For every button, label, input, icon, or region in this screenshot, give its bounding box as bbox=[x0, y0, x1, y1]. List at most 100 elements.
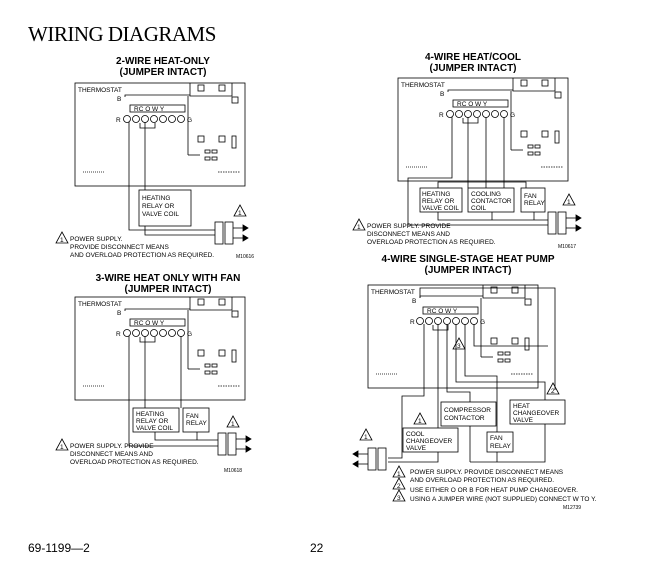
diagram-3 bbox=[55, 296, 252, 456]
diagram-2-cooling-contactor-box bbox=[467, 187, 515, 213]
diagram-4-terminal-labels: RC O W Y bbox=[427, 308, 458, 315]
diagram-1-title-line2: (JUMPER INTACT) bbox=[119, 67, 207, 78]
diagram-4-note-2-text: USE EITHER O OR B FOR HEAT PUMP CHANGEOV… bbox=[410, 487, 578, 494]
diagram-3-code: M10618 bbox=[224, 468, 242, 474]
diagram-2-heating-relay-box bbox=[419, 187, 463, 213]
diagram-1-thermostat bbox=[74, 82, 246, 187]
diagram-4-marker-2-num: 2 bbox=[551, 388, 555, 395]
diagram-3-fan-relay-box bbox=[182, 407, 210, 433]
diagram-1-terminal-g: G bbox=[187, 117, 192, 124]
diagram-2-code: M10617 bbox=[558, 244, 576, 250]
diagram-3-title: 3-WIRE HEAT ONLY WITH FAN (JUMPER INTACT… bbox=[68, 273, 268, 295]
diagram-4-marker-1-num: 1 bbox=[364, 434, 368, 441]
diagram-4-title-line1: 4-WIRE SINGLE-STAGE HEAT PUMP bbox=[381, 254, 555, 265]
diagram-4-wires bbox=[388, 287, 556, 463]
diagram-4-note-1-num: 1 bbox=[397, 471, 401, 478]
diagram-4 bbox=[352, 284, 566, 502]
diagram-1-terminal-labels: RC O W Y bbox=[134, 106, 165, 113]
diagram-3-marker-num: 1 bbox=[231, 421, 235, 428]
diagram-2-marker-num: 1 bbox=[567, 199, 571, 206]
diagram-1 bbox=[55, 82, 249, 245]
diagram-2-terminal-labels: RC O W Y bbox=[457, 101, 488, 108]
diagram-4-code: M12739 bbox=[563, 505, 581, 511]
diagram-3-terminal-labels: RC O W Y bbox=[134, 320, 165, 327]
diagram-4-cool-changeover-box bbox=[402, 427, 459, 453]
diagram-2-title-line2: (JUMPER INTACT) bbox=[429, 63, 517, 74]
page-title: WIRING DIAGRAMS bbox=[28, 22, 216, 46]
diagram-4-note-3-num: 3 bbox=[397, 495, 401, 502]
diagram-3-terminal-g: G bbox=[187, 331, 192, 338]
diagram-1-title: 2-WIRE HEAT-ONLY (JUMPER INTACT) bbox=[88, 56, 238, 78]
diagram-4-marker-3-num: 3 bbox=[457, 343, 461, 350]
diagram-2 bbox=[352, 77, 582, 235]
diagram-4-title-line2: (JUMPER INTACT) bbox=[424, 265, 512, 276]
doc-number: 69-1199—2 bbox=[28, 541, 90, 555]
diagram-4-fan-relay-box bbox=[486, 431, 514, 453]
diagram-4-note-1-icon bbox=[392, 465, 406, 478]
diagram-1-transformer-icon bbox=[214, 221, 249, 245]
diagram-2-transformer-icon bbox=[547, 211, 582, 235]
diagram-4-transformer-icon bbox=[352, 447, 387, 471]
diagram-3-terminal-r: R bbox=[116, 331, 121, 338]
diagram-2-thermostat bbox=[397, 77, 569, 182]
diagram-2-thermostat-label: THERMOSTAT bbox=[401, 82, 445, 89]
diagram-4-terminal-b: B bbox=[412, 298, 416, 305]
diagram-3-thermostat bbox=[74, 296, 246, 401]
diagram-4-thermostat-label: THERMOSTAT bbox=[371, 289, 415, 296]
diagram-4-marker-1-icon bbox=[359, 428, 373, 441]
diagram-4-compressor-contactor-box bbox=[440, 401, 497, 427]
diagram-3-note-num: 1 bbox=[60, 444, 64, 451]
diagram-4-thermostat bbox=[367, 284, 539, 389]
diagram-4-terminal-r: R bbox=[410, 319, 415, 326]
diagram-1-title-line1: 2-WIRE HEAT-ONLY bbox=[116, 56, 210, 67]
diagram-1-marker-icon bbox=[233, 204, 247, 217]
diagram-3-thermostat-label: THERMOSTAT bbox=[78, 301, 122, 308]
diagram-4-note-2-num: 2 bbox=[397, 483, 401, 490]
diagram-4-terminal-g: G bbox=[480, 319, 485, 326]
diagram-4-note-3-icon bbox=[392, 489, 406, 502]
diagram-3-heating-relay-box bbox=[132, 407, 180, 433]
diagram-2-title: 4-WIRE HEAT/COOL (JUMPER INTACT) bbox=[398, 52, 548, 74]
diagram-2-marker-icon bbox=[562, 193, 576, 206]
diagram-2-title-line1: 4-WIRE HEAT/COOL bbox=[425, 52, 521, 63]
diagram-1-code: M10616 bbox=[236, 254, 254, 260]
diagram-1-note-num: 1 bbox=[60, 237, 64, 244]
diagram-1-note-icon bbox=[55, 231, 69, 244]
diagram-2-terminal-b: B bbox=[440, 91, 444, 98]
diagram-2-wires bbox=[407, 117, 548, 226]
diagram-1-wires bbox=[128, 122, 215, 236]
diagram-4-heat-changeover-box bbox=[509, 399, 566, 425]
diagram-2-note-num: 1 bbox=[357, 224, 361, 231]
diagram-2-fan-relay-box bbox=[520, 187, 546, 213]
diagram-3-wires bbox=[128, 336, 218, 447]
diagram-2-note-icon bbox=[352, 218, 366, 231]
diagram-2-terminal-g: G bbox=[510, 112, 515, 119]
diagram-3-terminal-b: B bbox=[117, 310, 121, 317]
diagram-1-heating-relay-box bbox=[138, 189, 192, 227]
diagram-1-terminal-b: B bbox=[117, 96, 121, 103]
page-number: 22 bbox=[310, 541, 324, 555]
diagram-1-thermostat-label: THERMOSTAT bbox=[78, 87, 122, 94]
diagram-3-title-line2: (JUMPER INTACT) bbox=[124, 284, 212, 295]
diagram-4-marker-3-icon bbox=[452, 337, 466, 350]
diagram-3-title-line1: 3-WIRE HEAT ONLY WITH FAN bbox=[95, 273, 241, 284]
diagram-4-note-3-text: USING A JUMPER WIRE (NOT SUPPLIED) CONNE… bbox=[410, 496, 597, 503]
diagram-1-terminal-r: R bbox=[116, 117, 121, 124]
diagram-4-note-2-icon bbox=[392, 477, 406, 490]
diagram-4-title: 4-WIRE SINGLE-STAGE HEAT PUMP (JUMPER IN… bbox=[368, 254, 568, 276]
diagram-3-transformer-icon bbox=[217, 432, 252, 456]
